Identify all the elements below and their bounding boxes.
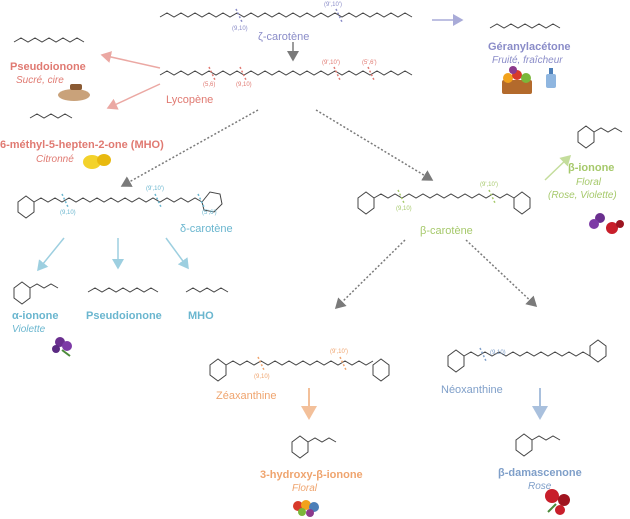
site-label-beta-910: (9,10): [396, 206, 412, 212]
hydroxy-ionone-structure: [291, 435, 337, 459]
desc-beta-ionone: Floral: [576, 177, 602, 188]
alpha-ionone-structure: [13, 281, 59, 305]
label-mho-lycopene: 6-méthyl-5-hepten-2-one (MHO): [0, 139, 164, 151]
desc-geranylacetone: Fruité, fraîcheur: [492, 55, 563, 66]
fruit-basket-icon: [502, 66, 532, 94]
label-alpha-ionone: α-ionone: [12, 310, 59, 322]
label-mho-delta: MHO: [188, 310, 214, 322]
label-damascenone: β-damascenone: [498, 467, 582, 479]
desc-pseudoionone-lycopene: Sucré, cire: [16, 75, 64, 86]
arrow-lyco-to-delta: [120, 109, 259, 187]
label-neoxanthin: Néoxanthine: [441, 384, 503, 396]
site-label-zea-910: (9,10): [254, 374, 270, 380]
pseudoionone-delta-structure: [87, 287, 159, 293]
delta-carotene-structure: [17, 191, 223, 219]
lemon-icon: [83, 154, 111, 169]
arrow-beta-to-beta-ionone: [544, 154, 572, 181]
site-label-delta-9p10p: (9',10'): [146, 186, 164, 192]
arrow-lyco-to-beta: [315, 109, 434, 181]
label-pseudoionone-lycopene: Pseudoionone: [10, 61, 86, 73]
desc-damascenone: Rose: [528, 481, 552, 492]
zea-cut-910: [257, 356, 265, 371]
pseudoionone-left-structure: [13, 37, 85, 43]
arrow-beta-to-neoxanthin: [465, 239, 538, 308]
berries-icon: [293, 500, 319, 517]
mho-delta-structure: [185, 287, 229, 293]
site-label-zeta-910: (9,10): [232, 26, 248, 32]
label-beta-ionone: β-ionone: [568, 162, 615, 174]
arrow-beta-to-zeaxanthin: [334, 239, 406, 310]
zeaxanthin-structure: [209, 358, 390, 382]
honey-wax-icon: [58, 84, 90, 101]
desc-hydroxy-ionone: Floral: [292, 483, 318, 494]
site-label-beta-9p10p: (9',10'): [480, 182, 498, 188]
arrow-lyco-to-mho: [106, 83, 161, 110]
site-label-delta-5p6p: (5',6'): [202, 210, 217, 216]
arrow-delta-to-mho: [165, 237, 189, 270]
arrow-lyco-to-pseudoionone: [100, 51, 161, 69]
beta-carotene-structure: [357, 191, 531, 215]
label-hydroxy-ionone: 3-hydroxy-β-ionone: [260, 469, 363, 481]
violet-rose-icon: [589, 213, 624, 234]
desc-beta-ionone-detail: (Rose, Violette): [548, 190, 617, 201]
violet-flower-alpha-icon: [52, 337, 72, 357]
site-label-delta-910: (9,10): [60, 210, 76, 216]
site-label-zeta-9p10p: (9',10'): [324, 2, 342, 8]
site-label-lyco-910: (9,10): [236, 82, 252, 88]
desc-mho-lycopene: Citronné: [36, 154, 74, 165]
label-beta-carotene: β-carotène: [420, 225, 473, 237]
zeta-carotene-structure: [159, 12, 413, 18]
site-label-zea-9p10p: (9',10'): [330, 349, 348, 355]
perfume-bottle-icon: [546, 68, 556, 88]
site-label-lyco-56: (5,6): [203, 82, 216, 88]
geranylacetone-structure: [489, 23, 561, 29]
mho-left-structure: [29, 113, 73, 119]
beta-cut-9p10p: [488, 189, 496, 204]
desc-alpha-ionone: Violette: [12, 324, 46, 335]
beta-ionone-structure: [577, 125, 623, 149]
lycopene-structure: [159, 70, 413, 76]
site-label-lyco-9p10p: (9',10'): [322, 60, 340, 66]
site-label-lyco-5p6p: (5',6'): [362, 60, 377, 66]
label-pseudoionone-delta: Pseudoionone: [86, 310, 162, 322]
rose-icon: [545, 489, 570, 515]
arrow-delta-to-alpha-ionone: [37, 237, 65, 272]
damascenone-structure: [515, 433, 561, 457]
neoxanthin-structure: [447, 339, 607, 373]
label-geranylacetone: Géranylacétone: [488, 41, 571, 53]
label-lycopene: Lycopène: [166, 94, 214, 106]
label-zeta-carotene: ζ-carotène: [258, 31, 310, 43]
site-label-neo-910: (9,10): [490, 350, 506, 356]
label-delta-carotene: δ-carotène: [180, 223, 233, 235]
label-zeaxanthin: Zéaxanthine: [216, 390, 277, 402]
